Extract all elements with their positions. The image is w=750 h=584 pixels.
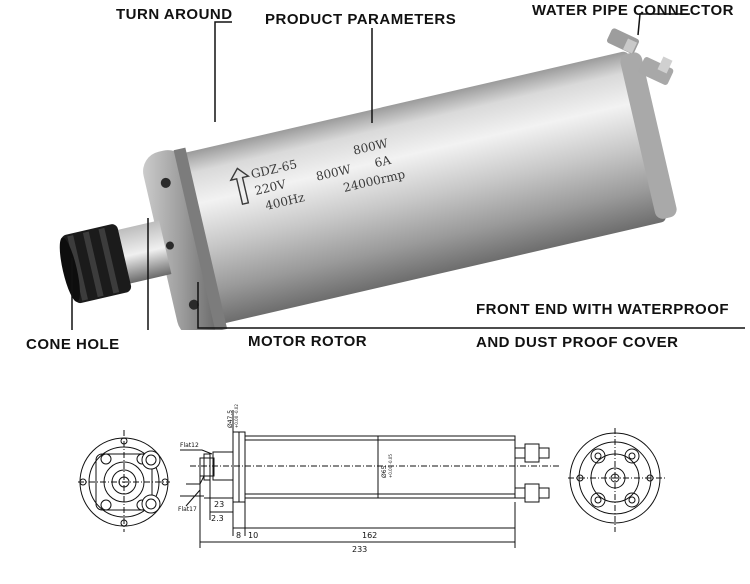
flange-hole <box>165 241 174 250</box>
leader-lines <box>71 13 745 330</box>
dim-23: 23 <box>214 500 224 509</box>
flange-hole <box>188 299 199 310</box>
side-view <box>180 410 560 548</box>
dim-233: 233 <box>352 545 367 554</box>
callout-front-end-line1: FRONT END WITH WATERPROOF <box>476 301 730 318</box>
front-flange <box>143 150 222 330</box>
dim-flat12: Flat12 <box>180 442 199 449</box>
front-end-view <box>78 430 170 532</box>
dim-8: 8 <box>236 531 241 540</box>
spindle-shaft <box>115 220 172 285</box>
callout-cone-hole: CONE HOLE <box>26 336 120 353</box>
nameplate-current: 6A <box>373 153 392 170</box>
dim-diameter-47-5: Ø47.5 <box>227 410 234 428</box>
callout-product-parameters: PRODUCT PARAMETERS <box>265 11 457 28</box>
rotation-arrow-icon <box>229 167 251 206</box>
rear-cap <box>620 52 677 219</box>
dim-flat17: Flat17 <box>178 506 197 513</box>
dim-10: 10 <box>248 531 258 540</box>
flange-hole <box>160 177 171 188</box>
dim-diameter-65-tolerance: +0.00 -0.05 <box>388 454 393 478</box>
callout-turn-around: TURN AROUND <box>116 6 233 23</box>
spindle-photo: GDZ-65 800W 220V 800W 6A 400Hz 24000rmp <box>59 13 745 330</box>
rear-end-view <box>568 428 666 532</box>
dim-diameter-65: Ø65 <box>381 465 388 478</box>
motor-body <box>166 51 667 327</box>
callout-water-pipe-connector: WATER PIPE CONNECTOR <box>532 2 734 19</box>
nameplate-voltage: 220V <box>253 177 287 198</box>
callout-front-end-line2: AND DUST PROOF COVER <box>476 334 679 351</box>
dim-162: 162 <box>362 531 377 540</box>
dim-2-3: 2.3 <box>211 514 224 523</box>
callout-motor-rotor: MOTOR ROTOR <box>248 333 368 350</box>
technical-drawing: Flat12 Flat17 23 2.3 8 10 162 233 Ø47.5 … <box>78 404 666 554</box>
dim-diameter-47-5-tolerance: +0.00 -0.02 <box>234 404 239 428</box>
water-pipe-connector <box>607 28 674 85</box>
